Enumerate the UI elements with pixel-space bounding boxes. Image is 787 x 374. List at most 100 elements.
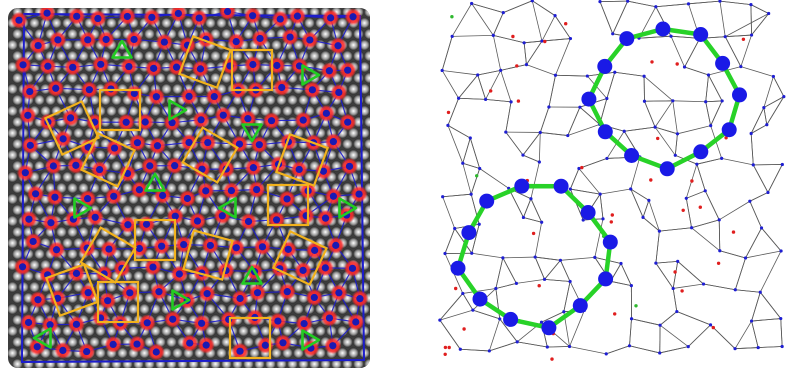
- network-vertex: [752, 163, 755, 166]
- background-blob: [221, 227, 232, 238]
- center-marker-red: [649, 178, 652, 181]
- background-blob: [364, 7, 375, 18]
- network-vertex: [553, 14, 556, 17]
- atom-core: [300, 117, 307, 124]
- upper-ring-node: [732, 87, 747, 102]
- lower-ring-node: [514, 179, 529, 194]
- background-blob: [216, 150, 227, 161]
- background-blob: [315, 326, 326, 337]
- network-edge: [560, 257, 594, 260]
- background-blob: [265, 95, 276, 106]
- network-vertex: [643, 100, 646, 103]
- center-marker-red: [742, 38, 745, 41]
- network-vertex: [750, 33, 753, 36]
- atom-core: [144, 319, 151, 326]
- network-vertex: [734, 288, 737, 291]
- atom-core: [335, 289, 342, 296]
- atom-core: [330, 138, 337, 145]
- network-edge: [549, 75, 556, 107]
- network-vertex: [446, 124, 449, 127]
- center-marker-red: [515, 64, 518, 67]
- background-blob: [232, 205, 243, 216]
- background-blob: [29, 128, 40, 139]
- atom-core: [59, 347, 66, 354]
- network-edge: [677, 126, 710, 134]
- network-edge: [624, 127, 655, 131]
- background-blob: [364, 51, 375, 62]
- network-vertex: [704, 100, 707, 103]
- network-edge: [501, 65, 527, 71]
- center-markers: [444, 15, 746, 361]
- atom-core: [273, 62, 280, 69]
- atom-core: [105, 245, 112, 252]
- atom-core: [197, 116, 204, 123]
- network-vertex: [613, 71, 616, 74]
- network-vertex: [593, 256, 596, 259]
- network-vertex: [554, 74, 557, 77]
- atom-core: [204, 290, 211, 297]
- network-vertex: [704, 189, 707, 192]
- atom-core: [35, 42, 42, 49]
- network-vertex: [502, 11, 505, 14]
- background-blob: [342, 249, 353, 260]
- network-edge: [706, 101, 722, 102]
- network-vertex: [766, 191, 769, 194]
- network-edge: [692, 220, 720, 228]
- left-panel-lattice-image: [0, 0, 380, 374]
- center-marker-red: [611, 213, 614, 216]
- network-vertex: [522, 216, 525, 219]
- background-blob: [320, 95, 331, 106]
- network-edge: [460, 349, 489, 351]
- network-vertex: [672, 287, 675, 290]
- atom-core: [15, 17, 22, 24]
- network-vertex: [767, 12, 770, 15]
- atom-core: [44, 63, 51, 70]
- network-edge: [600, 189, 631, 194]
- background-blob: [29, 282, 40, 293]
- network-edge: [493, 35, 500, 70]
- center-marker-red: [656, 137, 659, 140]
- atom-core: [124, 221, 131, 228]
- background-blob: [260, 18, 271, 29]
- center-marker-red: [712, 326, 715, 329]
- network-vertex: [724, 35, 727, 38]
- network-vertex: [685, 197, 688, 200]
- network-edge: [472, 3, 494, 35]
- network-edge: [659, 228, 691, 231]
- center-marker-red: [717, 262, 720, 265]
- network-edge: [472, 3, 504, 12]
- background-blob: [12, 293, 23, 304]
- atom-core: [26, 88, 33, 95]
- background-blob: [56, 51, 67, 62]
- network-vertex: [759, 291, 762, 294]
- network-edge: [677, 312, 711, 325]
- atom-core: [110, 193, 117, 200]
- network-edge: [686, 198, 691, 227]
- network-vertex: [718, 249, 721, 252]
- atom-core: [30, 238, 37, 245]
- background-blob: [166, 337, 177, 348]
- background-blob: [67, 29, 78, 40]
- background-blob: [216, 282, 227, 293]
- network-vertex: [438, 319, 441, 322]
- network-vertex: [441, 195, 444, 198]
- background-blob: [12, 227, 23, 238]
- network-vertex: [504, 130, 507, 133]
- network-edge: [555, 16, 570, 39]
- atom-core: [125, 63, 132, 70]
- background-blob: [144, 51, 155, 62]
- background-blob: [7, 282, 18, 293]
- network-edge: [709, 75, 723, 101]
- network-vertex: [494, 287, 497, 290]
- background-blob: [133, 51, 144, 62]
- network-vertex: [540, 39, 543, 42]
- atom-core: [136, 245, 143, 252]
- atom-core: [233, 244, 240, 251]
- network-edge: [752, 319, 781, 321]
- background-blob: [78, 359, 89, 370]
- atom-core: [184, 195, 191, 202]
- network-edge: [471, 168, 480, 194]
- network-vertex: [569, 187, 572, 190]
- network-edge: [675, 134, 677, 156]
- background-blob: [320, 51, 331, 62]
